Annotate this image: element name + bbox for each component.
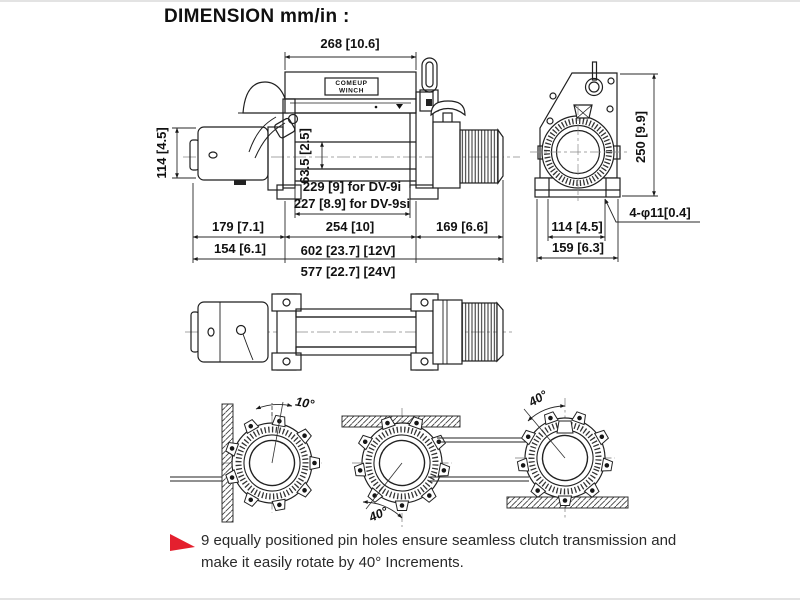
dim-label-drum-dv9i: 229 [9] for DV-9i bbox=[303, 179, 401, 194]
side-view-dimensions bbox=[536, 73, 700, 262]
angle-label-10deg: 10° bbox=[294, 395, 316, 412]
front-view-dimensions bbox=[172, 52, 504, 263]
brand-label-line2: WINCH bbox=[339, 88, 364, 95]
dim-label-gear-section: 169 [6.6] bbox=[436, 219, 488, 234]
dim-label-motor-height: 114 [4.5] bbox=[154, 127, 169, 178]
clutch-diagram-middle bbox=[341, 402, 527, 527]
page-title: DIMENSION mm/in : bbox=[164, 6, 350, 27]
side-view-drawing bbox=[530, 61, 627, 201]
note-bullet-triangle-icon bbox=[170, 534, 195, 551]
angle-label-40deg-right: 40° bbox=[525, 387, 550, 410]
clutch-diagram-right bbox=[428, 397, 628, 518]
dim-label-drum-diameter: 63.5 [2.5] bbox=[297, 128, 312, 184]
dim-label-base-width: 159 [6.3] bbox=[552, 240, 604, 255]
footnote: 9 equally positioned pin holes ensure se… bbox=[201, 530, 679, 574]
bottom-border bbox=[0, 598, 800, 600]
top-view-drawing bbox=[185, 293, 515, 371]
dim-label-overall-24v: 577 [22.7] [24V] bbox=[301, 264, 396, 279]
dim-label-mount-holes: 4-φ11[0.4] bbox=[629, 205, 690, 220]
dim-label-side-height: 250 [9.9] bbox=[633, 111, 648, 163]
clutch-diagram-left bbox=[170, 401, 327, 523]
front-view-drawing bbox=[183, 57, 520, 200]
dim-label-bolt-span: 254 [10] bbox=[326, 219, 374, 234]
dim-label-side-bolt-span: 114 [4.5] bbox=[551, 219, 602, 234]
brand-label-line1: COMEUP bbox=[335, 80, 367, 87]
footnote-line1: 9 equally positioned pin holes ensure se… bbox=[201, 532, 677, 549]
dim-label-overall-12v: 602 [23.7] [12V] bbox=[301, 243, 396, 258]
top-border bbox=[0, 0, 800, 2]
dim-label-motor-length: 154 [6.1] bbox=[214, 241, 266, 256]
dim-label-overall-width: 268 [10.6] bbox=[320, 36, 379, 51]
dim-label-drum-dv9si: 227 [8.9] for DV-9si bbox=[294, 196, 410, 211]
dim-label-motor-section: 179 [7.1] bbox=[212, 219, 264, 234]
footnote-line2: make it easily rotate by 40° Increments. bbox=[201, 554, 464, 571]
